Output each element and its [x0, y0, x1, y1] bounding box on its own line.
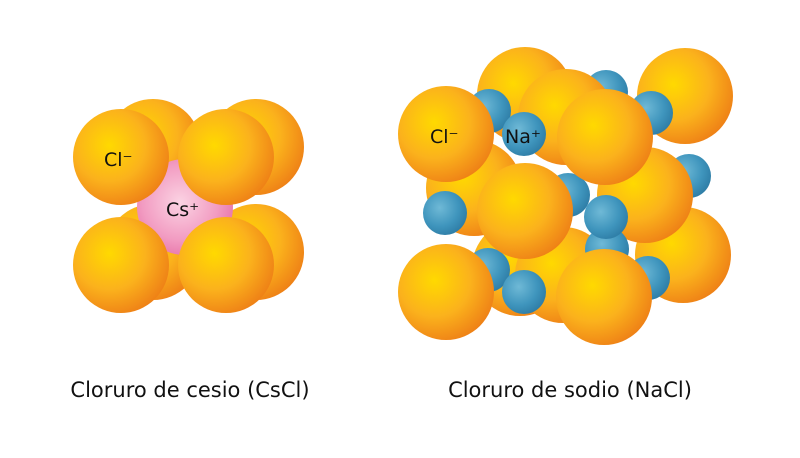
nacl-chloride-ion	[556, 249, 652, 345]
nacl-chloride-label: Cl⁻	[430, 126, 459, 148]
cscl-chloride-ion	[178, 217, 274, 313]
nacl-sodium-ion	[502, 270, 546, 314]
cscl-structure: Cl⁻ Cs⁺	[73, 99, 304, 313]
cscl-chloride-label: Cl⁻	[104, 149, 133, 171]
nacl-sodium-ion	[502, 112, 546, 156]
nacl-chloride-ion	[398, 86, 494, 182]
nacl-chloride-ion	[557, 89, 653, 185]
cscl-chloride-ion	[73, 109, 169, 205]
cesium-label: Cs⁺	[166, 199, 199, 221]
sodium-label: Na⁺	[505, 126, 541, 148]
nacl-sodium-ion	[423, 191, 467, 235]
nacl-chloride-ion	[477, 163, 573, 259]
cscl-chloride-ion	[178, 109, 274, 205]
cscl-chloride-ion	[73, 217, 169, 313]
nacl-structure: Cl⁻ Na⁺	[398, 47, 733, 345]
nacl-sodium-ion	[584, 195, 628, 239]
nacl-chloride-ion	[398, 244, 494, 340]
nacl-caption: Cloruro de sodio (NaCl)	[448, 378, 692, 402]
cscl-caption: Cloruro de cesio (CsCl)	[70, 378, 310, 402]
